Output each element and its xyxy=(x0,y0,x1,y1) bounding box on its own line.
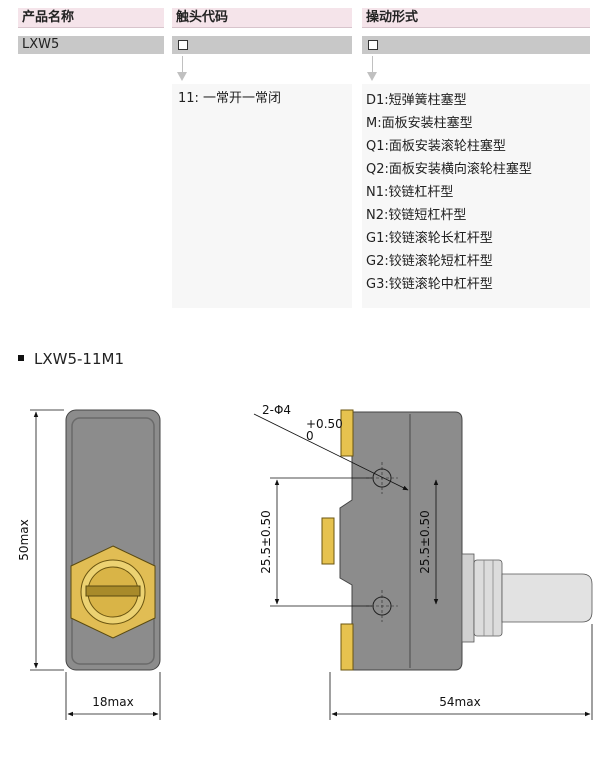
operation-option-g3: G3:铰链滚轮中杠杆型 xyxy=(366,277,493,292)
model-cell: LXW5 xyxy=(18,36,164,54)
length-dimension-label: 54max xyxy=(439,695,480,709)
contact-arrow-line xyxy=(182,56,183,74)
operation-option-g2: G2:铰链滚轮短杠杆型 xyxy=(366,254,493,269)
operation-option-n1: N1:铰链杠杆型 xyxy=(366,185,454,200)
bullet-square xyxy=(18,354,24,361)
operation-option-d1: D1:短弹簧柱塞型 xyxy=(366,93,467,108)
side-bottom-tab xyxy=(340,623,354,671)
operation-option-q2: Q2:面板安装横向滚轮柱塞型 xyxy=(366,162,532,177)
spacing-left-label: 25.5±0.50 xyxy=(259,510,273,574)
drawing-title-text: LXW5-11M1 xyxy=(34,350,124,368)
header-contact-code: 触头代码 xyxy=(172,8,352,28)
operation-option-m: M:面板安装柱塞型 xyxy=(366,116,473,131)
operation-options-panel: D1:短弹簧柱塞型 M:面板安装柱塞型 Q1:面板安装滚轮柱塞型 Q2:面板安装… xyxy=(362,84,590,308)
operation-placeholder-box xyxy=(368,40,378,50)
front-view: 50max 18max xyxy=(17,409,161,720)
model-label: LXW5 xyxy=(22,37,60,52)
spacing-right-label: 25.5±0.50 xyxy=(418,510,432,574)
side-view: 2-Φ4 +0.50 0 25.5±0.50 25.5±0.50 54max xyxy=(253,403,593,720)
side-body xyxy=(339,411,463,671)
height-dimension-label: 50max xyxy=(17,519,31,560)
header-operation-type: 操动形式 xyxy=(362,8,590,28)
operation-placeholder-cell xyxy=(362,36,590,54)
front-body-inner xyxy=(71,417,155,665)
operation-option-q1: Q1:面板安装滚轮柱塞型 xyxy=(366,139,506,154)
plunger-spring xyxy=(473,559,503,637)
plunger-rod xyxy=(501,573,593,623)
operation-option-g1: G1:铰链滚轮长杠杆型 xyxy=(366,231,493,246)
contact-options-panel: 11: 一常开一常闭 xyxy=(172,84,352,308)
hole-tolerance-lower: 0 xyxy=(306,429,314,443)
width-dimension-label: 18max xyxy=(92,695,133,709)
contact-option: 11: 一常开一常闭 xyxy=(178,91,282,106)
header-product-name: 产品名称 xyxy=(18,8,164,28)
side-middle-tab xyxy=(321,517,335,565)
hole-tolerance-upper: +0.50 xyxy=(306,417,343,431)
side-top-tab xyxy=(340,409,354,457)
contact-arrow-head xyxy=(177,72,187,81)
hole-leader-line xyxy=(253,413,409,491)
contact-code-placeholder-box xyxy=(178,40,188,50)
operation-arrow-head xyxy=(367,72,377,81)
front-slot xyxy=(85,585,141,597)
plunger-sleeve xyxy=(461,553,475,643)
operation-arrow-line xyxy=(372,56,373,74)
hole-label: 2-Φ4 xyxy=(262,403,291,417)
drawing-title: LXW5-11M1 xyxy=(18,349,124,369)
contact-code-placeholder-cell xyxy=(172,36,352,54)
operation-option-n2: N2:铰链短杠杆型 xyxy=(366,208,467,223)
